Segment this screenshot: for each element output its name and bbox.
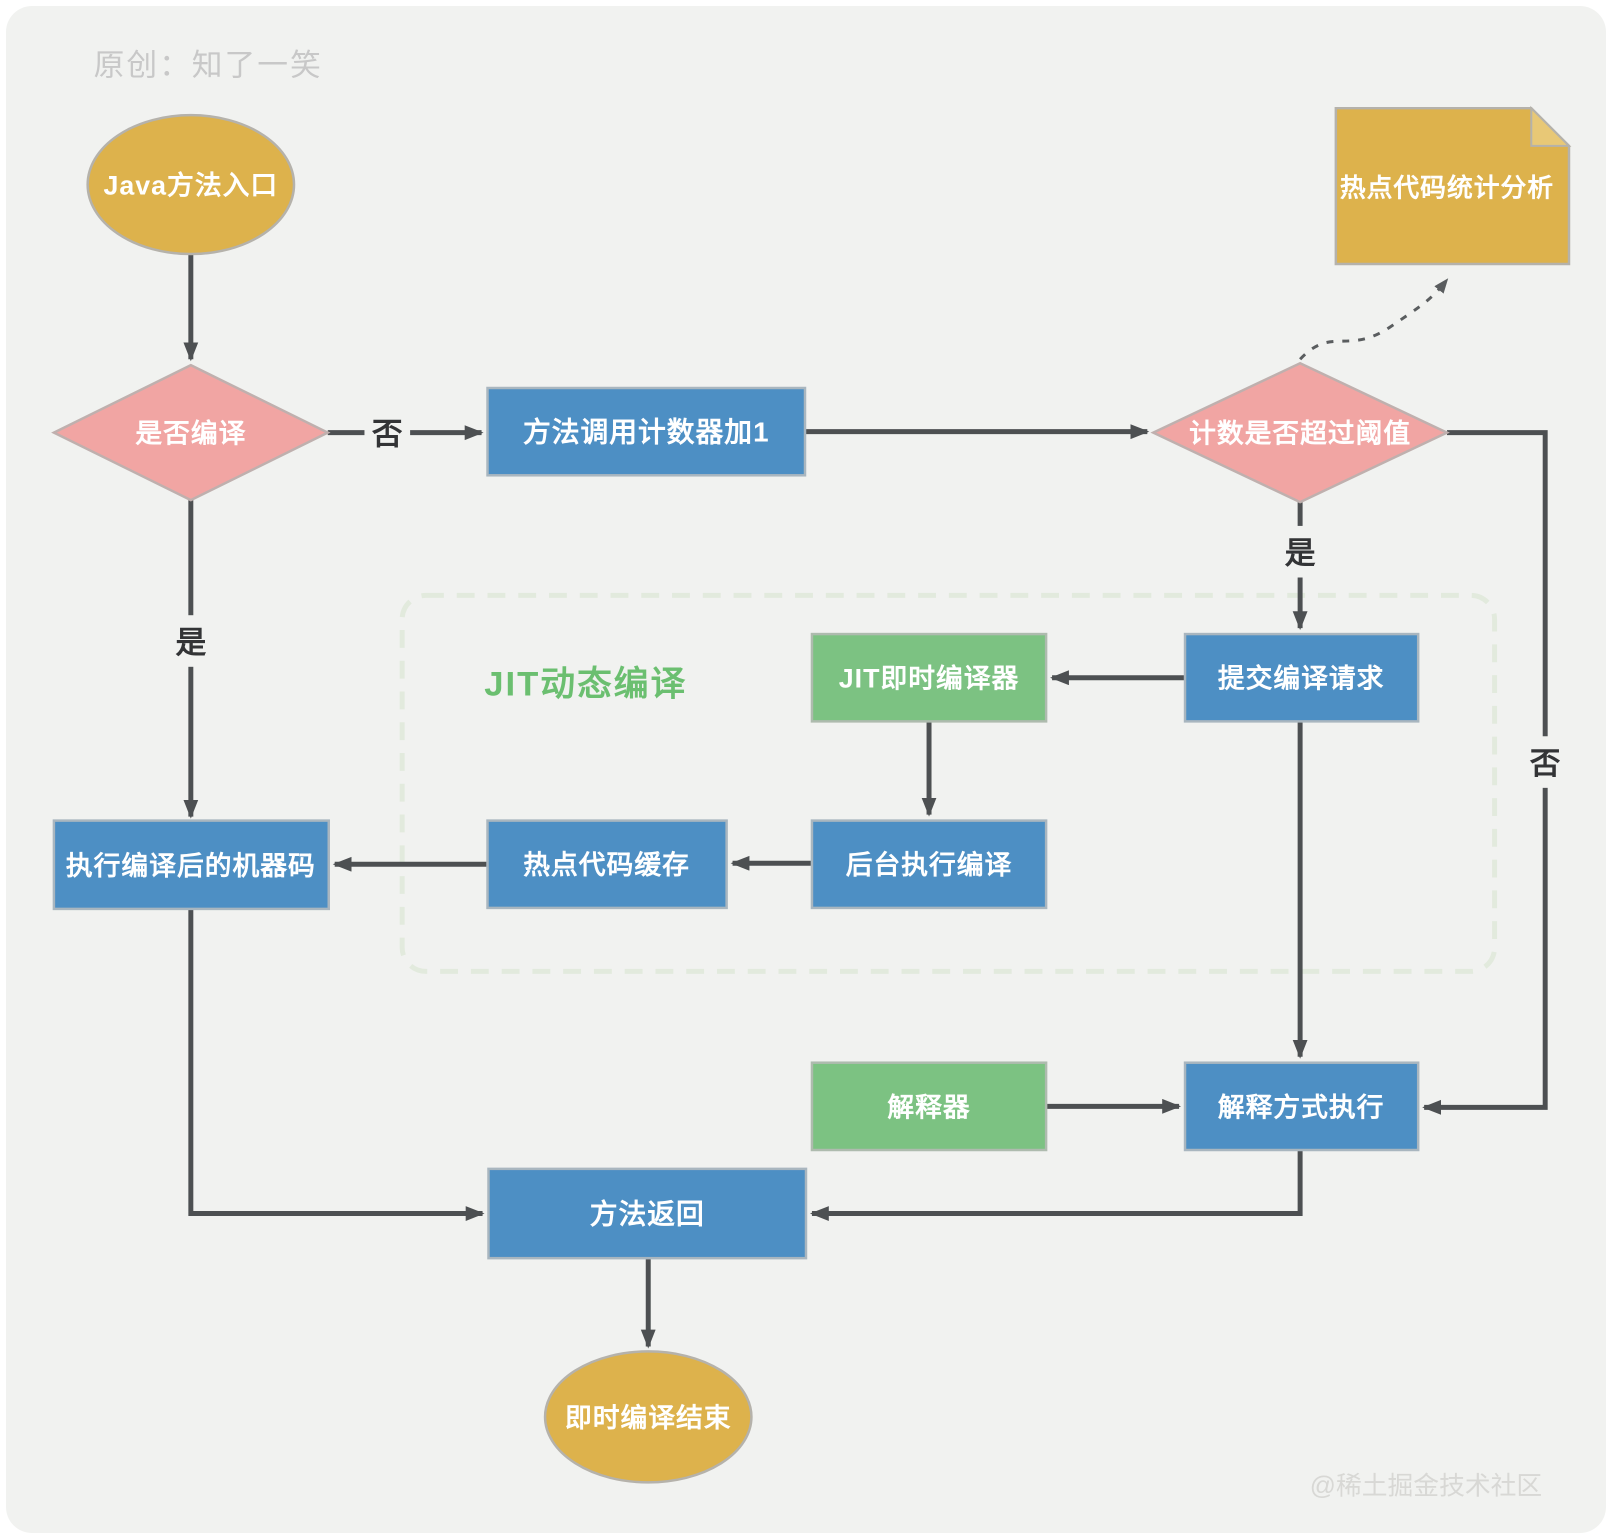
node-interpreter: 解释器 [810, 1061, 1048, 1152]
node-start-label: Java方法入口 [104, 170, 279, 201]
node-jit-compiler-label: JIT即时编译器 [839, 663, 1019, 694]
node-end-label: 即时编译结束 [565, 1402, 732, 1433]
node-counter-inc: 方法调用计数器加1 [486, 386, 807, 477]
node-hotspot-cache: 热点代码缓存 [486, 819, 728, 910]
node-exec-machine-code-label: 执行编译后的机器码 [66, 850, 316, 881]
node-counter-inc-label: 方法调用计数器加1 [523, 417, 770, 448]
node-hotspot-cache-label: 热点代码缓存 [523, 850, 690, 880]
edge-label-gap [364, 406, 411, 459]
edge-exec-to-method-return [188, 908, 485, 1221]
flowchart-canvas: 原创：知了一笑 JIT动态编译 否 是 是 否 Jav [6, 6, 1606, 1533]
node-interpret-exec: 解释方式执行 [1183, 1061, 1420, 1152]
node-method-return-label: 方法返回 [590, 1198, 705, 1229]
node-threshold-decision-label: 计数是否超过阈值 [1189, 418, 1411, 449]
node-interpret-exec-label: 解释方式执行 [1218, 1091, 1385, 1122]
jit-group-border [399, 592, 1498, 974]
node-exec-machine-code: 执行编译后的机器码 [52, 819, 330, 911]
node-interpreter-label: 解释器 [887, 1092, 970, 1122]
credit-text: 原创：知了一笑 [94, 47, 323, 82]
edges: 否 是 是 否 [168, 254, 1569, 1349]
watermark-text: @稀土掘金技术社区 [1310, 1471, 1542, 1500]
node-submit-request-label: 提交编译请求 [1218, 663, 1385, 694]
edge-threshold-to-hotspot-note-dashed [1299, 278, 1449, 361]
node-threshold-decision: 计数是否超过阈值 [1150, 361, 1450, 504]
node-compile-decision: 是否编译 [51, 363, 331, 502]
node-method-return: 方法返回 [487, 1167, 808, 1260]
node-submit-request: 提交编译请求 [1183, 632, 1420, 723]
node-jit-compiler: JIT即时编译器 [810, 632, 1048, 723]
edge-label-gap [1522, 736, 1569, 788]
edge-label-no-compile: 否 [372, 417, 403, 452]
edge-label-no-threshold: 否 [1530, 746, 1561, 781]
edge-label-yes-compile: 是 [175, 625, 206, 660]
edge-label-gap [1277, 525, 1323, 578]
node-end: 即时编译结束 [543, 1350, 753, 1484]
jit-group-container: JIT动态编译 [399, 592, 1498, 974]
node-compile-decision-label: 是否编译 [135, 418, 246, 449]
node-hotspot-note-label: 热点代码统计分析 [1340, 173, 1554, 203]
node-start: Java方法入口 [86, 113, 296, 256]
edge-interpret-exec-to-method-return [809, 1150, 1303, 1221]
edge-label-yes-threshold: 是 [1285, 536, 1316, 571]
jit-group-title: JIT动态编译 [484, 665, 687, 704]
node-background-compile: 后台执行编译 [810, 819, 1048, 910]
node-hotspot-note: 热点代码统计分析 [1334, 105, 1572, 266]
edge-label-gap [168, 615, 214, 667]
flowchart-svg: 原创：知了一笑 JIT动态编译 否 是 是 否 Jav [51, 47, 1572, 1500]
node-background-compile-label: 后台执行编译 [846, 849, 1013, 880]
